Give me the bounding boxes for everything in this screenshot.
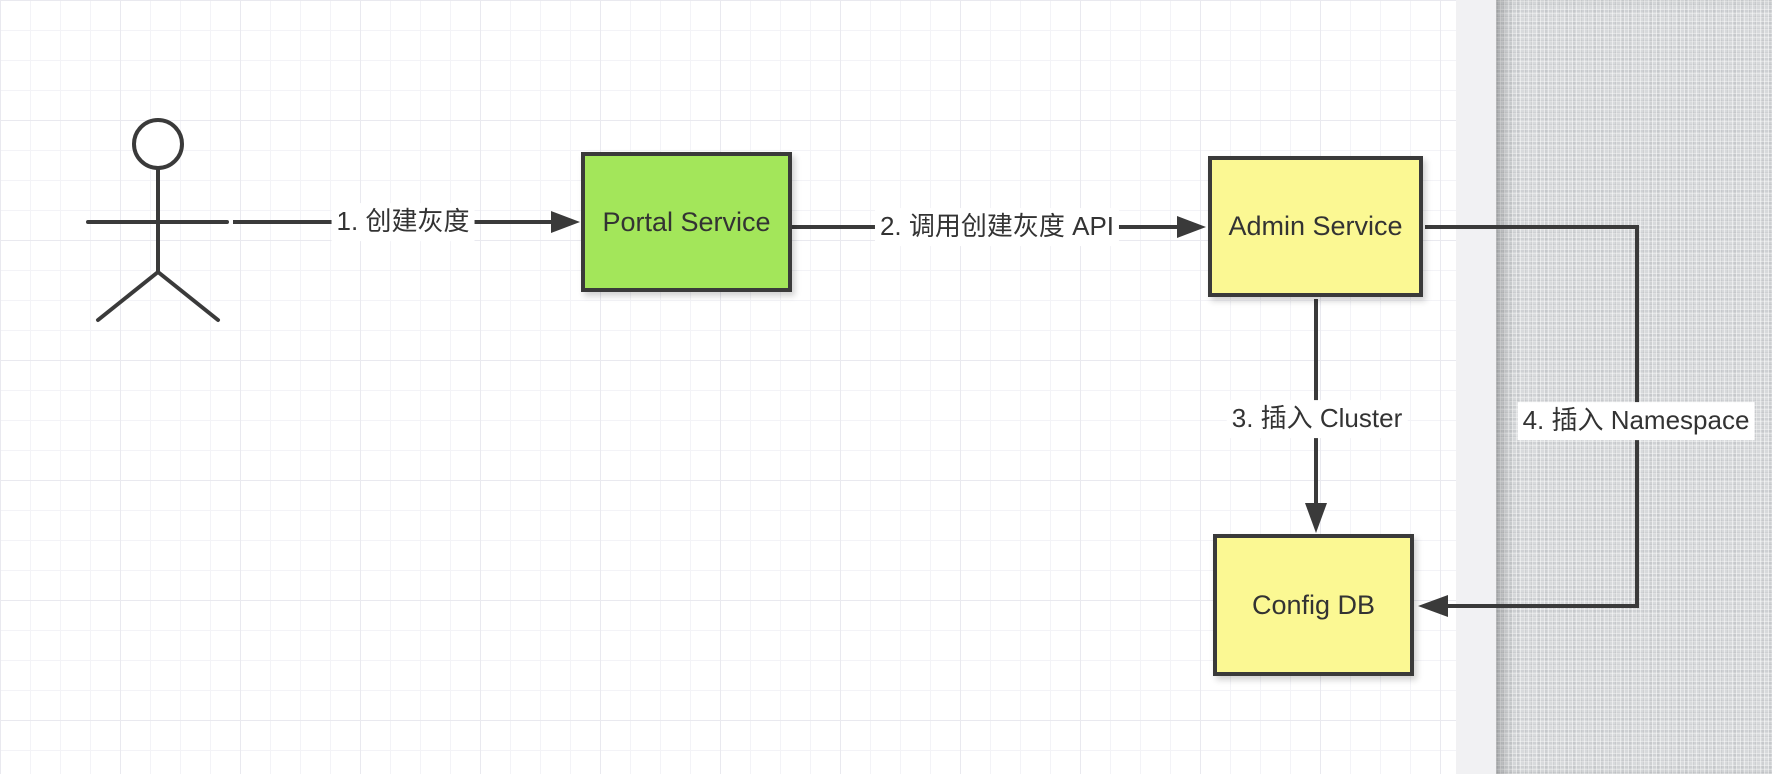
edge-label-2[interactable]: 2. 调用创建灰度 API (874, 208, 1120, 246)
connector-4-arrowhead-icon (1418, 595, 1448, 617)
node-portal-service[interactable]: Portal Service (581, 152, 792, 292)
node-config-db[interactable]: Config DB (1213, 534, 1414, 676)
connector-3-arrowhead-icon (1305, 503, 1327, 533)
edge-label-3[interactable]: 3. 插入 Cluster (1226, 400, 1408, 438)
node-admin-service-label: Admin Service (1228, 211, 1403, 241)
connector-1-arrowhead-icon (551, 211, 580, 233)
offcanvas-linen-area (1496, 0, 1772, 774)
edge-label-4[interactable]: 4. 插入 Namespace (1517, 402, 1755, 440)
node-admin-service[interactable]: Admin Service (1208, 156, 1423, 297)
edge-label-1[interactable]: 1. 创建灰度 (331, 203, 475, 241)
actor-head (132, 118, 184, 170)
actor-figure[interactable] (86, 118, 229, 322)
node-config-db-label: Config DB (1251, 589, 1376, 620)
page-edge-strip (1456, 0, 1496, 774)
diagram-grid-canvas[interactable] (0, 0, 1456, 774)
connector-2-arrowhead-icon (1177, 216, 1206, 238)
actor-leg-left (96, 270, 160, 322)
node-portal-service-label: Portal Service (602, 206, 771, 237)
actor-leg-right (156, 270, 220, 322)
